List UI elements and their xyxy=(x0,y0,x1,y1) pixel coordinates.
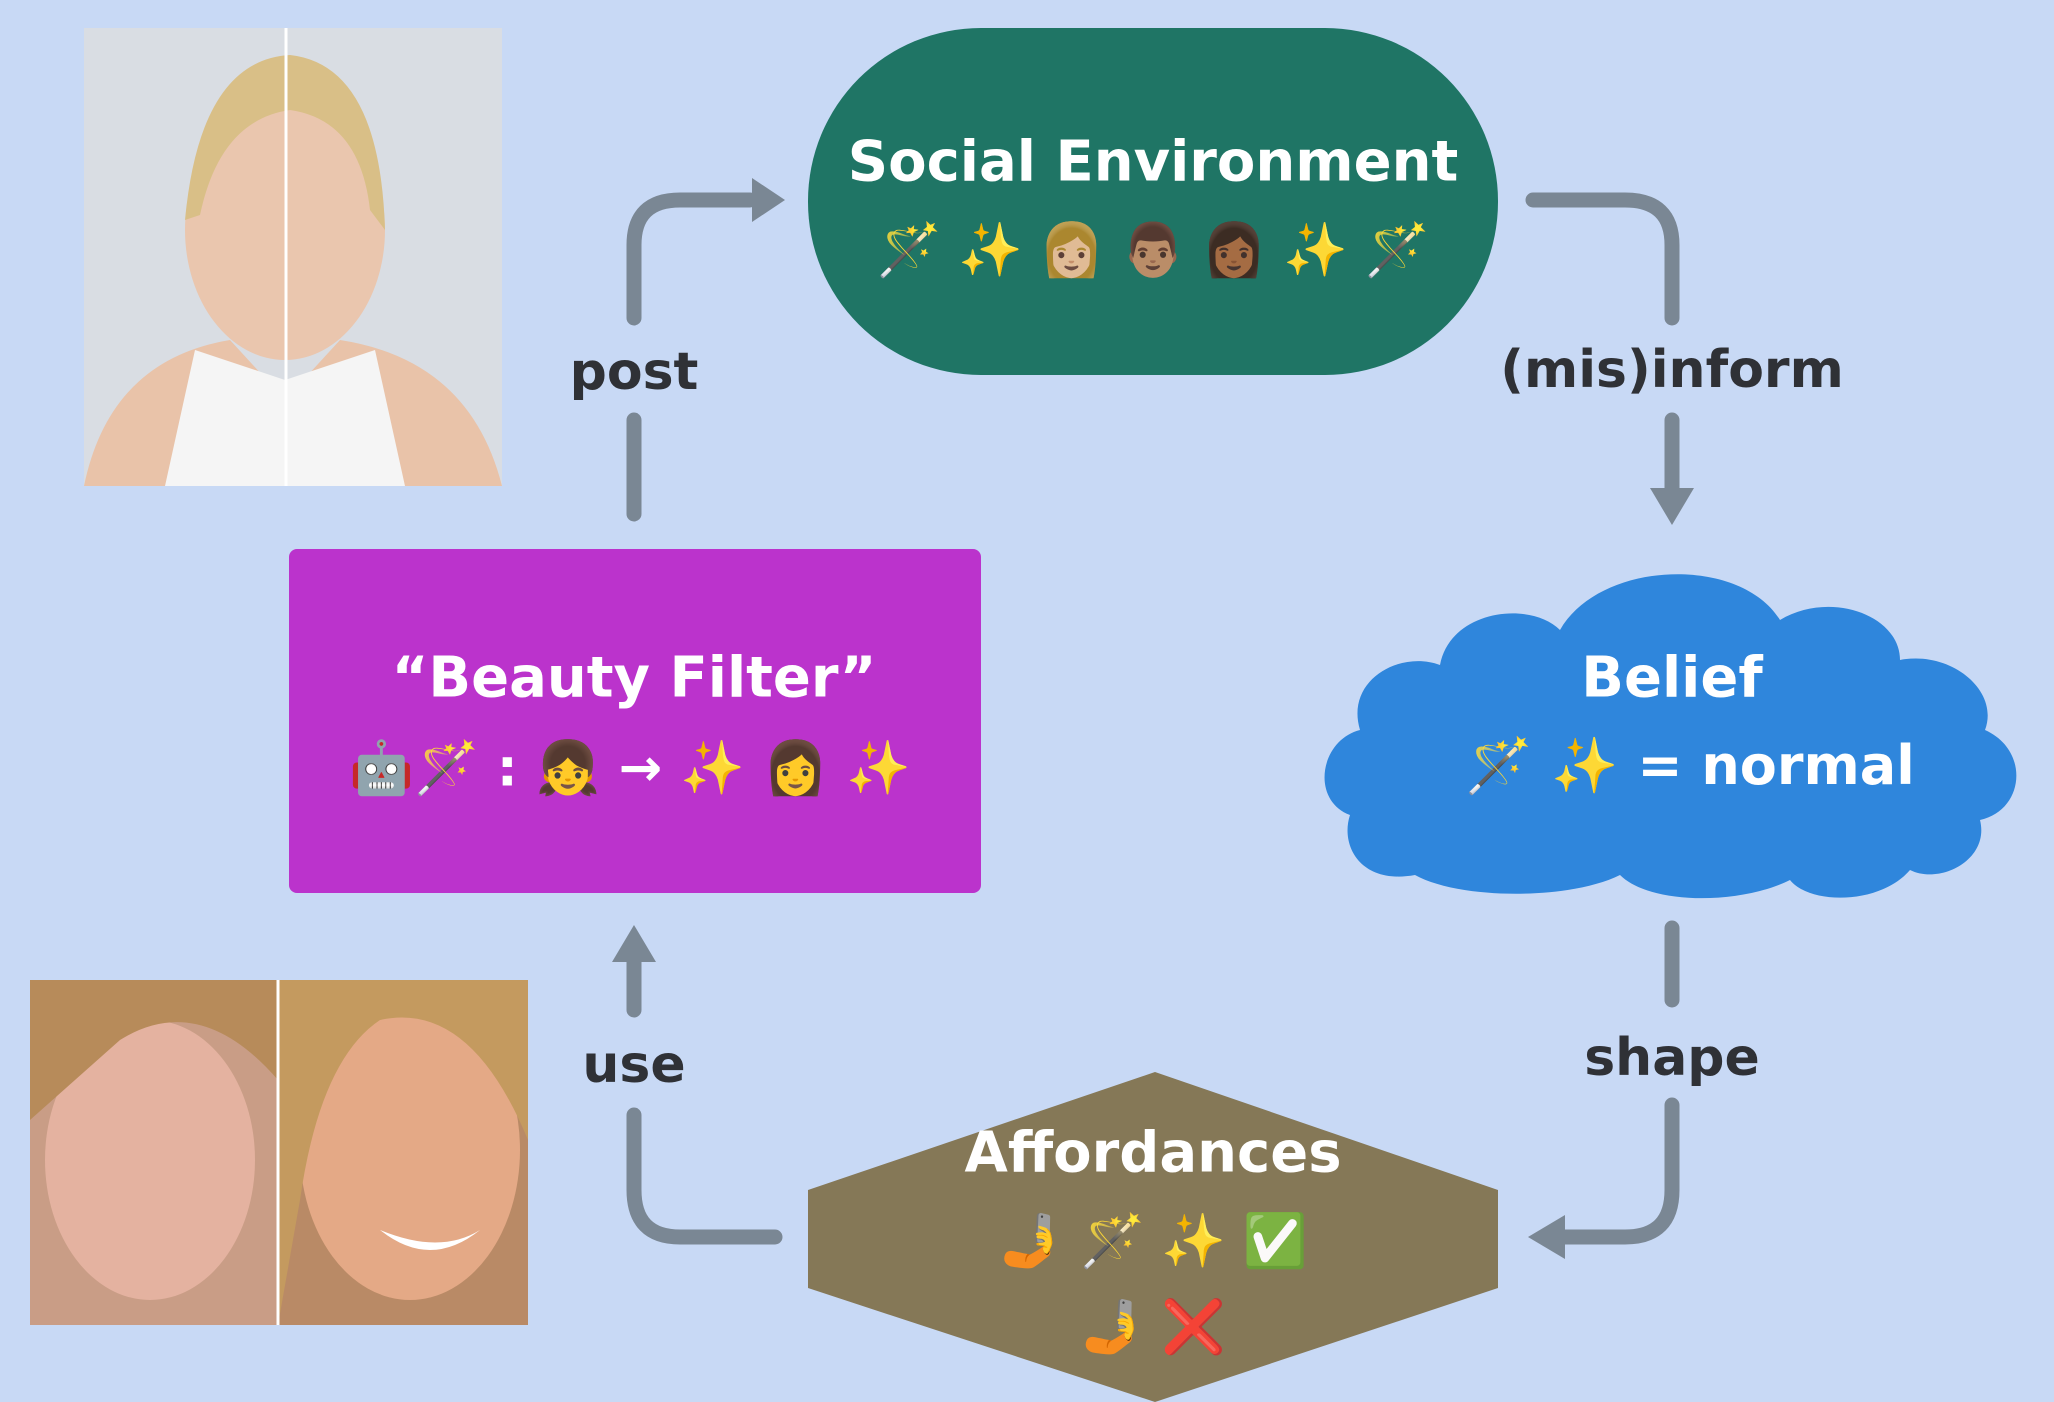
belief-content: 🪄 ✨ = normal xyxy=(1465,734,1915,797)
social-environment-title: Social Environment xyxy=(847,129,1459,195)
misinform-edge-label: (mis)inform xyxy=(1500,340,1844,400)
affordances-title: Affordances xyxy=(964,1120,1342,1186)
social-environment-emoji: 🪄 ✨ 👩🏼 👨🏽 👩🏾 ✨ 🪄 xyxy=(876,220,1430,281)
beauty-filter-node xyxy=(289,549,981,893)
beauty-filter-emoji: 🤖🪄 : 👧 → ✨ 👩 ✨ xyxy=(349,738,911,799)
use-arrow-lower xyxy=(626,1107,783,1245)
before-after-portrait-photo xyxy=(84,28,502,486)
affordances-emoji-blocked: 🤳 ❌ xyxy=(1079,1297,1227,1358)
belief-node xyxy=(1324,574,2017,899)
shape-arrowhead xyxy=(1528,1215,1565,1259)
post-arrowhead xyxy=(752,178,785,222)
affordances-node xyxy=(808,1072,1498,1402)
misinform-arrow-upper xyxy=(1525,192,1680,326)
use-edge-label: use xyxy=(582,1035,686,1095)
post-arrow-upper xyxy=(626,192,758,326)
post-edge-label: post xyxy=(569,342,699,402)
shape-edge-label: shape xyxy=(1584,1028,1760,1088)
misinform-arrowhead xyxy=(1650,488,1694,525)
use-arrowhead xyxy=(612,925,656,962)
beauty-filter-title: “Beauty Filter” xyxy=(391,645,877,711)
affordances-emoji-allowed: 🤳 🪄 ✨ ✅ xyxy=(998,1211,1308,1272)
shape-arrow-lower xyxy=(1557,1097,1680,1245)
social-environment-node xyxy=(808,28,1498,375)
belief-title: Belief xyxy=(1581,645,1763,711)
filtered-unfiltered-comparison-photo xyxy=(30,980,528,1325)
